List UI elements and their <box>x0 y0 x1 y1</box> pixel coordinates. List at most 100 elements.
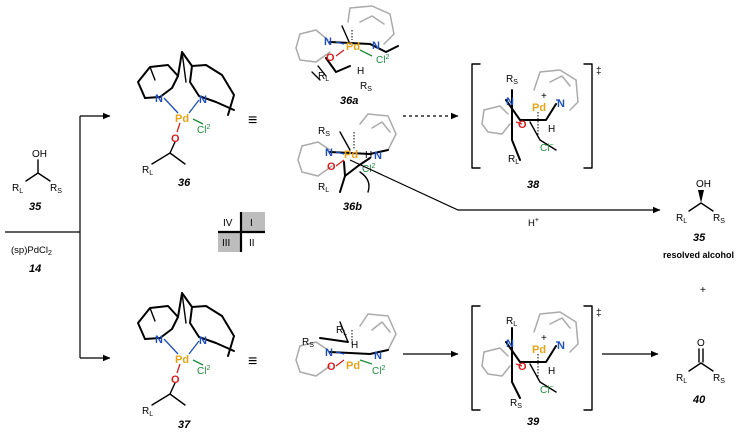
n-atom: N <box>325 347 333 359</box>
n-atom: N <box>199 94 207 106</box>
conformer-36b: RS N N Pd O H Cl2 RL 36b <box>297 113 397 213</box>
rl-label: RL <box>12 183 23 195</box>
compound-number-37: 37 <box>178 419 191 431</box>
n-atom: N <box>155 334 163 346</box>
rs-label: RS <box>713 213 725 225</box>
pathway-arrows: H+ <box>349 112 661 358</box>
h-atom: H <box>357 66 364 77</box>
plus-charge: + <box>541 91 547 102</box>
quadrant-ii: II <box>249 238 255 249</box>
compound-number-36b: 36b <box>343 201 362 213</box>
compound-number-39: 39 <box>527 416 540 428</box>
o-label: O <box>697 338 705 349</box>
compound-number-36: 36 <box>178 177 191 189</box>
n-atom: N <box>372 40 380 52</box>
n-atom: N <box>325 147 333 159</box>
h-atom: H <box>351 340 358 351</box>
compound-number-14: 14 <box>29 263 41 275</box>
cl-atom: Cl− <box>540 384 554 396</box>
resolved-alcohol-caption: resolved alcohol <box>663 250 734 260</box>
transition-state-39: ‡ RL N N + Pd O H Cl− RS 39 <box>471 305 602 428</box>
h-atom: H <box>548 124 555 135</box>
compound-number-35: 35 <box>29 201 42 213</box>
rs-label: RS <box>360 81 372 93</box>
pd-atom: Pd <box>175 354 189 366</box>
rl-label: RL <box>336 325 347 337</box>
n-atom: N <box>199 335 207 347</box>
rl-label: RL <box>142 165 153 177</box>
rs-label: RS <box>510 398 522 410</box>
equivalence-sign: ≡ <box>248 112 257 129</box>
ddagger: ‡ <box>596 66 602 77</box>
n-atom: N <box>557 98 565 110</box>
conformer-37: RL RS H N N Pd O Cl2 <box>295 313 397 377</box>
rl-label: RL <box>676 373 687 385</box>
complex-36: N N Pd O Cl2 RL 36 <box>137 51 235 189</box>
o-atom: O <box>518 119 527 131</box>
o-atom: O <box>327 161 336 173</box>
conformer-36a: N N Pd O Cl2 H RL RS 36a <box>295 5 399 107</box>
quadrant-i: I <box>250 218 253 229</box>
proton-label: H+ <box>528 217 539 229</box>
compound-number-38: 38 <box>527 179 540 191</box>
plus-charge: + <box>541 333 547 344</box>
rl-label: RL <box>506 316 517 328</box>
quadrant-iii: III <box>222 238 230 249</box>
hydroxyl-label: OH <box>32 149 47 160</box>
rl-label: RL <box>318 182 329 194</box>
o-atom: O <box>326 52 335 64</box>
transition-state-38: ‡ RS N N + Pd O H Cl− RL 38 <box>471 63 602 191</box>
rs-label: RS <box>713 373 725 385</box>
rl-label: RL <box>318 71 329 83</box>
cl-atom: Cl− <box>540 142 554 154</box>
catalyst-14: (sp)PdCl2 14 <box>11 245 52 275</box>
n-atom: N <box>506 96 514 108</box>
rs-label: RS <box>50 183 62 195</box>
n-atom: N <box>324 36 332 48</box>
h-atom: H <box>365 150 372 161</box>
pd-atom: Pd <box>346 360 360 372</box>
cl-atom: Cl2 <box>372 365 385 377</box>
rs-label: RS <box>302 337 314 349</box>
catalyst-name: (sp)PdCl2 <box>11 245 52 257</box>
compound-number-36a: 36a <box>340 95 358 107</box>
ddagger: ‡ <box>596 308 602 319</box>
quadrant-diagram: IV I III II <box>218 212 265 252</box>
product-resolved-alcohol-35: OH RL RS 35 resolved alcohol <box>663 179 734 260</box>
rl-label: RL <box>676 213 687 225</box>
h-atom: H <box>548 366 555 377</box>
rs-label: RS <box>506 74 518 86</box>
pd-atom: Pd <box>532 344 546 356</box>
reactant-alcohol-35: OH RL RS 35 <box>12 149 62 213</box>
cl-atom: Cl2 <box>362 163 375 175</box>
n-atom: N <box>155 93 163 105</box>
cl-atom: Cl2 <box>197 365 210 377</box>
compound-number-35: 35 <box>693 232 706 244</box>
pd-atom: Pd <box>175 113 189 125</box>
rl-label: RL <box>508 154 519 166</box>
hydroxyl-label: OH <box>696 179 711 190</box>
branch-arrows <box>5 112 111 362</box>
o-atom: O <box>171 374 180 386</box>
o-atom: O <box>327 361 336 373</box>
rl-label: RL <box>142 406 153 418</box>
quadrant-iv: IV <box>223 218 233 229</box>
cl-atom: Cl2 <box>197 124 210 136</box>
plus-sign: + <box>700 285 706 296</box>
pd-atom: Pd <box>346 41 360 53</box>
o-atom: O <box>171 133 180 145</box>
compound-number-40: 40 <box>692 394 706 406</box>
equivalence-sign: ≡ <box>248 353 257 370</box>
n-atom: N <box>506 338 514 350</box>
cl-atom: Cl2 <box>376 54 389 66</box>
complex-37: N N Pd O Cl2 RL 37 <box>137 292 235 431</box>
n-atom: N <box>557 340 565 352</box>
n-atom: N <box>374 350 382 362</box>
product-ketone-40: O RL RS 40 <box>676 338 725 406</box>
pd-atom: Pd <box>344 149 358 161</box>
rs-label: RS <box>318 126 330 138</box>
pd-atom: Pd <box>532 102 546 114</box>
o-atom: O <box>518 361 527 373</box>
n-atom: N <box>374 150 382 162</box>
